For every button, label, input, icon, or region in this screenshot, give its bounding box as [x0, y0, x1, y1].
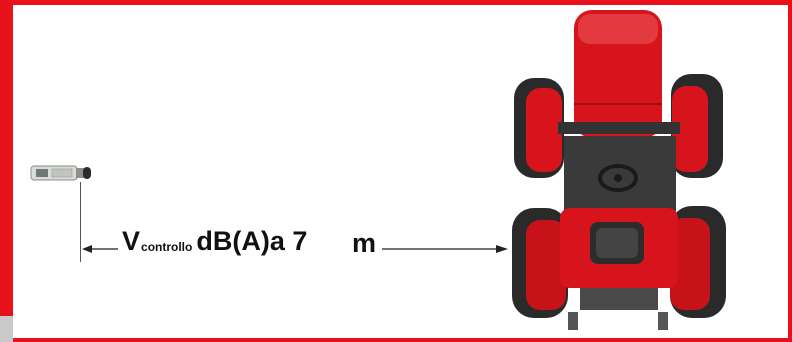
dimension-arrow-right [382, 245, 508, 253]
sound-level-meter-icon [30, 165, 91, 181]
label-subscript: controllo [141, 240, 193, 254]
meter-pole [80, 182, 81, 262]
dimension-arrow-left [82, 245, 118, 253]
tractor-top-view-icon [512, 10, 726, 330]
label-text: dB(A)a 7 [196, 226, 308, 256]
label-unit: m [352, 228, 377, 258]
corner-shade [0, 316, 13, 342]
label-symbol: V [122, 226, 141, 256]
